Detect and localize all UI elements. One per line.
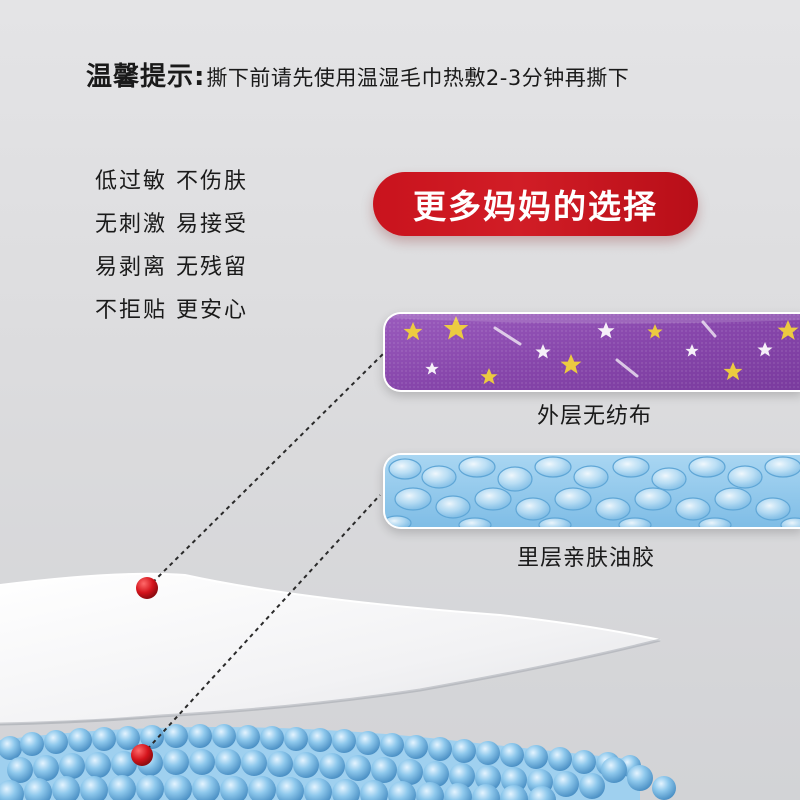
inner-gel-pattern: [385, 455, 800, 527]
inner-gel-swatch: [383, 453, 800, 529]
feature-item: 不拒贴 更安心: [95, 298, 248, 323]
warm-tip: 温馨提示 : 撕下前请先使用温湿毛巾热敷2-3分钟再撕下: [86, 56, 629, 100]
gel-bead-layer: [0, 724, 676, 800]
choice-badge-text: 更多妈妈的选择: [413, 187, 658, 226]
outer-fabric-swatch: [383, 312, 800, 392]
connector-lines: [141, 351, 386, 756]
tip-colon: :: [194, 62, 205, 92]
marker-dot-icon: [131, 744, 153, 766]
feature-item: 易剥离 无残留: [95, 255, 248, 280]
choice-badge: 更多妈妈的选择: [373, 172, 698, 236]
tip-text: 撕下前请先使用温湿毛巾热敷2-3分钟再撕下: [206, 66, 630, 90]
feature-item: 低过敏 不伤肤: [95, 169, 248, 194]
outer-fabric-pattern: [385, 314, 800, 390]
feature-list: 低过敏 不伤肤 无刺激 易接受 易剥离 无残留 不拒贴 更安心: [95, 160, 248, 332]
marker-dot-icon: [136, 577, 158, 599]
inner-layer-label: 里层亲肤油胶: [517, 546, 656, 571]
peeling-sheet: [0, 572, 661, 726]
tip-title: 温馨提示: [86, 62, 195, 92]
outer-layer-label: 外层无纺布: [537, 404, 653, 429]
feature-item: 无刺激 易接受: [95, 212, 248, 237]
